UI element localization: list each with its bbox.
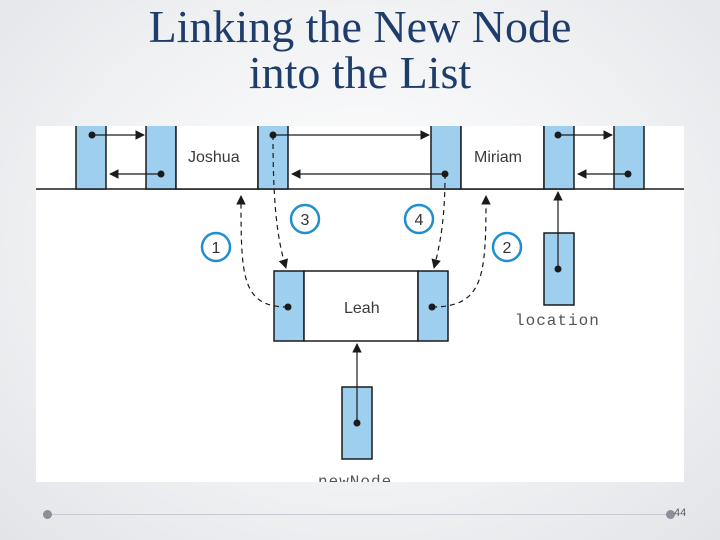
footer-dot-left <box>43 510 52 519</box>
right-node-back-link <box>613 126 645 190</box>
step-1-number: 1 <box>212 240 221 257</box>
dashed-arrow-step-3 <box>272 134 289 269</box>
step-3-number: 3 <box>301 212 310 229</box>
dashed-arrow-step-4 <box>431 173 446 269</box>
newnode-label: newNode <box>318 473 392 482</box>
title-line-2: into the List <box>248 47 472 98</box>
linked-list-diagram: Joshua Miriam Leah location <box>36 126 684 482</box>
step-1-badge: 1 <box>200 231 232 263</box>
step-4-number: 4 <box>415 212 424 229</box>
joshua-back-link <box>145 126 177 190</box>
step-2-badge: 2 <box>491 231 523 263</box>
location-label: location <box>515 312 600 330</box>
step-4-badge: 4 <box>403 203 435 235</box>
diagram-canvas: Joshua Miriam Leah location <box>36 126 684 482</box>
dashed-arrow-step-2 <box>431 195 491 308</box>
leah-info-box <box>303 270 419 342</box>
page-number: 44 <box>674 507 687 519</box>
joshua-info-box <box>175 126 259 190</box>
step-3-badge: 3 <box>289 203 321 235</box>
footer-dot-right <box>666 510 675 519</box>
slide-title: Linking the New Node into the List <box>0 4 720 96</box>
step-2-number: 2 <box>503 240 512 257</box>
miriam-label: Miriam <box>474 149 522 166</box>
miriam-back-link <box>430 126 462 190</box>
title-line-1: Linking the New Node <box>148 1 572 52</box>
leah-label: Leah <box>344 300 380 317</box>
joshua-label: Joshua <box>188 149 240 166</box>
footer-rule <box>47 514 673 515</box>
